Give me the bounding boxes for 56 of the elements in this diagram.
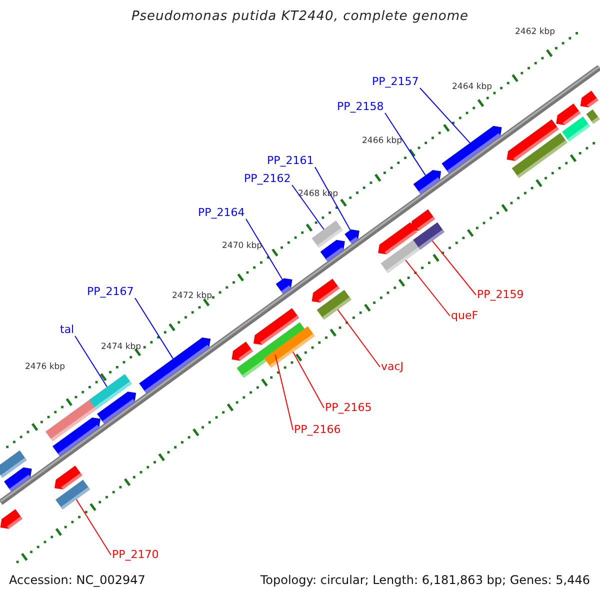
gene-label: vacJ [381,361,404,374]
gene-bar [413,170,442,194]
leader-line [432,240,476,296]
gene-bar [320,240,345,262]
gene-bar [316,290,352,320]
gene-bar [586,109,600,124]
gene-bar [512,132,568,178]
gene-bar [344,229,360,244]
gene-label: PP_2164 [198,207,245,220]
gene-bar [580,90,598,108]
leader-line [420,88,470,144]
gene-label: PP_2162 [244,173,291,186]
gene-label: PP_2167 [87,286,134,298]
leader-line [337,309,380,368]
leader-line [384,112,426,176]
scale-label: 2462 kbp [515,28,556,38]
gene-bar [562,116,590,142]
leader-line [246,218,283,280]
gene-bar [56,480,90,510]
gene-bar [4,467,32,492]
scale-label: 2466 kbp [362,137,402,146]
leader-line [292,351,324,408]
gene-label: PP_2157 [372,76,419,88]
gene-label: PP_2159 [477,289,524,302]
leader-line [314,166,351,230]
gene-label: queF [451,310,478,322]
gene-bar [46,399,98,442]
gene-label: PP_2158 [337,101,384,114]
gene-bar [139,338,211,394]
gene-label: PP_2170 [112,549,159,562]
gene-bar [276,278,292,294]
leader-line [74,336,108,388]
gene-label: tal [60,324,74,336]
leader-line [76,498,112,556]
gene-bar [0,509,22,529]
scale-label: 2474 kbp [101,343,142,352]
gene-bar [89,374,132,410]
scale-label: 2470 kbp [222,242,262,252]
gene-label: PP_2161 [267,155,314,168]
gene-label: PP_2165 [325,402,372,414]
gene-bar [413,222,444,250]
leader-line [274,354,294,430]
title: Pseudomonas putida KT2440, complete genome [130,10,470,24]
scale-label: 2472 kbp [172,292,212,302]
scale-label: 2476 kbp [25,363,66,372]
gene-bar [0,450,27,478]
scale-label: 2464 kbp [452,83,492,92]
accession-text: Accession: NC_002947 [9,574,146,588]
leader-line [134,298,174,360]
gene-bar [312,220,344,248]
gene-bar [442,126,502,174]
gene-bar [264,326,315,368]
gene-label: PP_2166 [294,424,341,436]
genome-summary: Topology: circular; Length: 6,181,863 bp; Genes: 5,446 [260,574,590,588]
leader-line [405,260,450,316]
leader-line [292,184,324,230]
